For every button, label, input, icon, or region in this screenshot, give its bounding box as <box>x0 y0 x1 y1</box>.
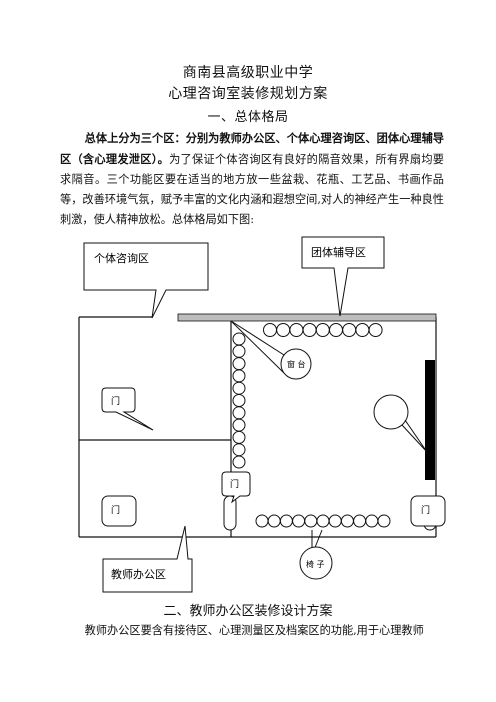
chair <box>316 514 330 528</box>
chair <box>232 406 246 420</box>
chair <box>267 514 281 528</box>
label-group-area: 团体辅导区 <box>311 245 366 259</box>
door-callout-2 <box>221 471 251 504</box>
chair <box>232 332 246 346</box>
door-label-4: 门 <box>421 504 430 516</box>
chair <box>292 514 306 528</box>
label-chairs: 椅 子 <box>306 559 325 569</box>
callout-individual-area <box>83 242 209 319</box>
window-sill <box>177 313 437 322</box>
door-panel <box>223 495 237 531</box>
chair <box>255 514 269 528</box>
chair <box>328 514 342 528</box>
door-callout-1 <box>101 387 154 431</box>
chair <box>232 381 246 395</box>
chair <box>232 418 246 432</box>
chair <box>232 443 246 457</box>
door-label-3: 门 <box>111 504 120 516</box>
chair <box>353 514 367 528</box>
door-label-1: 门 <box>111 395 120 407</box>
callout-wall <box>373 394 409 430</box>
chair <box>315 323 330 337</box>
callout-group-area <box>301 236 385 317</box>
chair <box>232 344 246 358</box>
chair <box>340 514 354 528</box>
chair <box>263 323 277 337</box>
chair <box>368 323 383 337</box>
label-individual-area: 个体咨询区 <box>94 251 149 265</box>
section-1-heading: 一、总体格局 <box>207 110 289 125</box>
chair <box>276 323 291 337</box>
chair <box>232 394 246 407</box>
callout-window <box>280 348 312 380</box>
section-2-heading: 二、教师办公区装修设计方案 <box>163 604 333 619</box>
chair <box>232 357 246 371</box>
intro-body: 为了保证个体咨询区有良好的隔音效果，所有界扇均要求隔音。三个功能区要在适当的地方… <box>60 153 444 226</box>
chair <box>329 323 343 337</box>
chair <box>304 514 318 528</box>
chair <box>279 514 293 528</box>
school-name: 商南县高级职业中学 <box>182 65 314 81</box>
chair <box>377 514 391 528</box>
intro-bold-lead: 总体上分为三个区：分别为教师办公区、个体心理咨询区、团体心理辅导区（含心理发泄区… <box>60 131 444 166</box>
callout-chairs <box>299 546 333 580</box>
label-teacher-area: 教师办公区 <box>111 568 166 581</box>
chair <box>232 455 246 469</box>
chair <box>365 514 379 528</box>
intro-paragraph: 总体上分为三个区：分别为教师办公区、个体心理咨询区、团体心理辅导区（含心理发泄区… <box>60 128 444 230</box>
door-callout-4 <box>410 495 446 527</box>
callout-teacher-area <box>102 525 193 593</box>
door-callout-3 <box>101 495 137 527</box>
document-title: 心理咨询室装修规划方案 <box>168 86 328 102</box>
label-window: 窗 台 <box>287 359 306 369</box>
wall-panel <box>425 360 435 480</box>
section-2-paragraph: 教师办公区要含有接待区、心理测量区及档案区的功能,用于心理教师 <box>84 624 424 637</box>
chair <box>232 430 246 444</box>
chair <box>355 323 370 337</box>
chair <box>232 369 246 383</box>
chair <box>289 323 304 337</box>
chair <box>302 323 317 337</box>
chair <box>342 323 357 337</box>
door-label-2: 门 <box>230 478 239 490</box>
